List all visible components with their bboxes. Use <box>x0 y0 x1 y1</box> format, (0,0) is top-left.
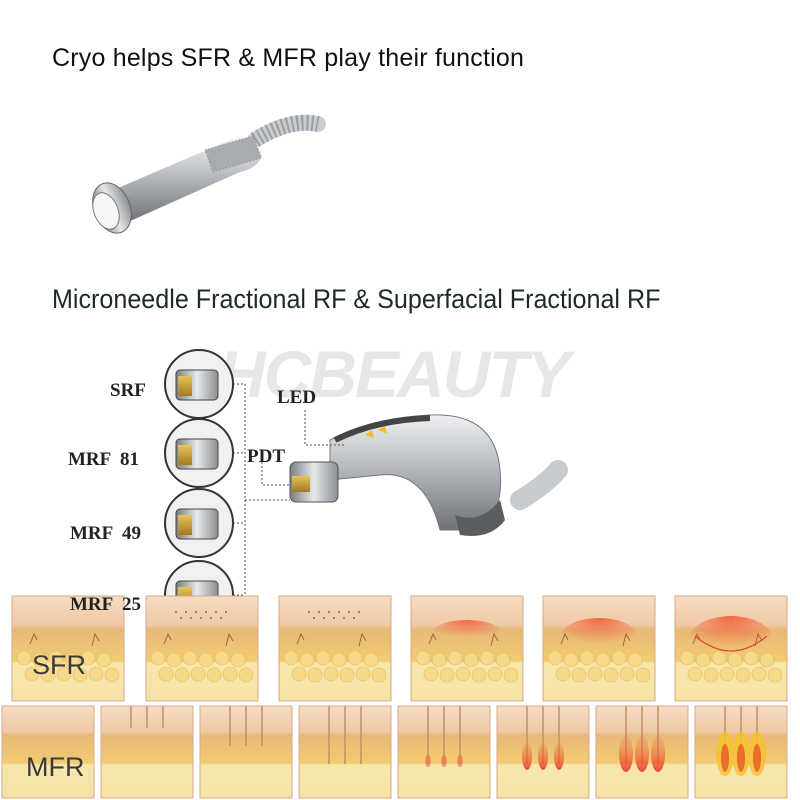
tip-label-mrf81: MRF 81 <box>68 449 140 470</box>
brand-watermark: HCBEAUTY <box>218 337 571 411</box>
cryo-handpiece <box>92 114 326 234</box>
tip-srf-icon[interactable] <box>164 349 234 419</box>
rf-handpiece <box>289 414 568 536</box>
tip-label-srf: SRF <box>110 380 146 401</box>
tip-label-mrf25: MRF 25 <box>70 594 142 615</box>
tip-mrf49-icon[interactable] <box>164 488 234 558</box>
pdt-label: PDT <box>247 446 285 467</box>
mfr-skin-row <box>1 705 788 799</box>
sfr-row-label: SFR <box>32 650 86 680</box>
connector-lines <box>233 383 345 598</box>
cryo-title: Cryo helps SFR & MFR play their function <box>52 44 525 72</box>
sfr-skin-row <box>11 595 788 702</box>
led-label: LED <box>277 387 317 408</box>
tip-label-mrf49: MRF 49 <box>70 523 142 544</box>
rf-title: Microneedle Fractional RF & Superfacial … <box>52 284 661 314</box>
tip-mrf81-icon[interactable] <box>164 418 234 488</box>
mfr-row-label: MFR <box>26 752 85 782</box>
